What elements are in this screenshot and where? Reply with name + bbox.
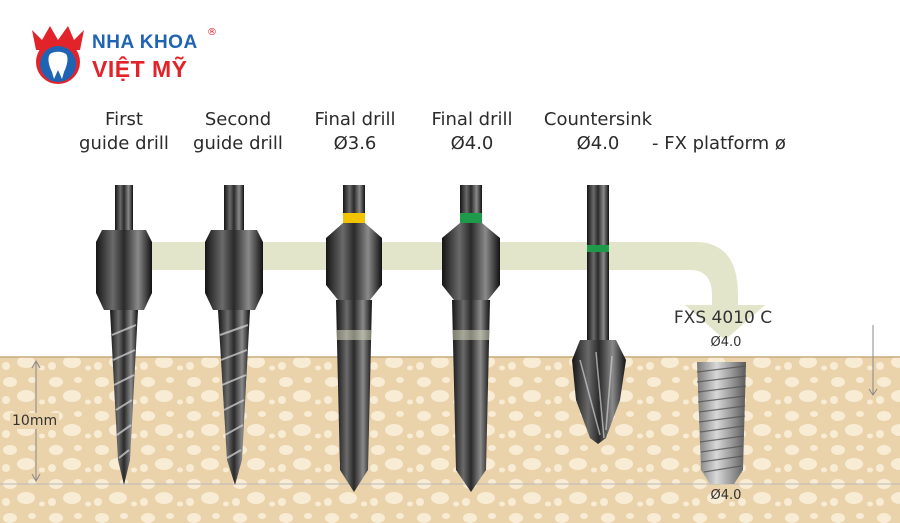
bone-block [0,356,900,523]
second-guide-drill [205,185,263,485]
depth-label: 10mm [10,413,60,429]
final-drill-4-0 [442,185,500,492]
drill-label-line1: Final drill [431,109,513,130]
green-ring [460,213,482,223]
logo-badge-icon [32,26,84,84]
implant-top-diameter: Ø4.0 [710,335,742,350]
implant-fxs-4010c [696,362,747,484]
drill-label-line2: Ø4.0 [450,133,494,154]
logo-line-2: VIỆT MỸ [92,56,188,82]
drill-label-countersink: Countersink Ø4.0 [530,108,666,156]
edge-marker [868,325,878,396]
yellow-ring [343,213,365,223]
green-ring [587,245,609,252]
final-drill-3-6 [326,185,382,492]
drill-label-line1: First [105,109,143,130]
drill-label-line1: Countersink [543,109,653,130]
drill-label-line2: Ø3.6 [333,133,377,154]
first-guide-drill [96,185,152,485]
platform-label: - FX platform ø [652,133,786,154]
drill-label-final-3-6: Final drill Ø3.6 [295,108,415,156]
drill-label-first: First guide drill [64,108,184,156]
drill-label-second: Second guide drill [175,108,301,156]
drill-label-line2: guide drill [79,133,169,154]
drill-label-line2: guide drill [193,133,283,154]
registered-mark: ® [207,27,217,38]
implant-bottom-diameter: Ø4.0 [710,488,742,503]
drill-label-line2: Ø4.0 [576,133,620,154]
drill-label-line1: Final drill [314,109,396,130]
implant-name: FXS 4010 C [673,308,773,328]
logo-line-1: NHA KHOA [92,32,198,53]
drill-label-line1: Second [204,109,272,130]
drill-label-final-4-0: Final drill Ø4.0 [412,108,532,156]
countersink-drill [572,185,626,444]
